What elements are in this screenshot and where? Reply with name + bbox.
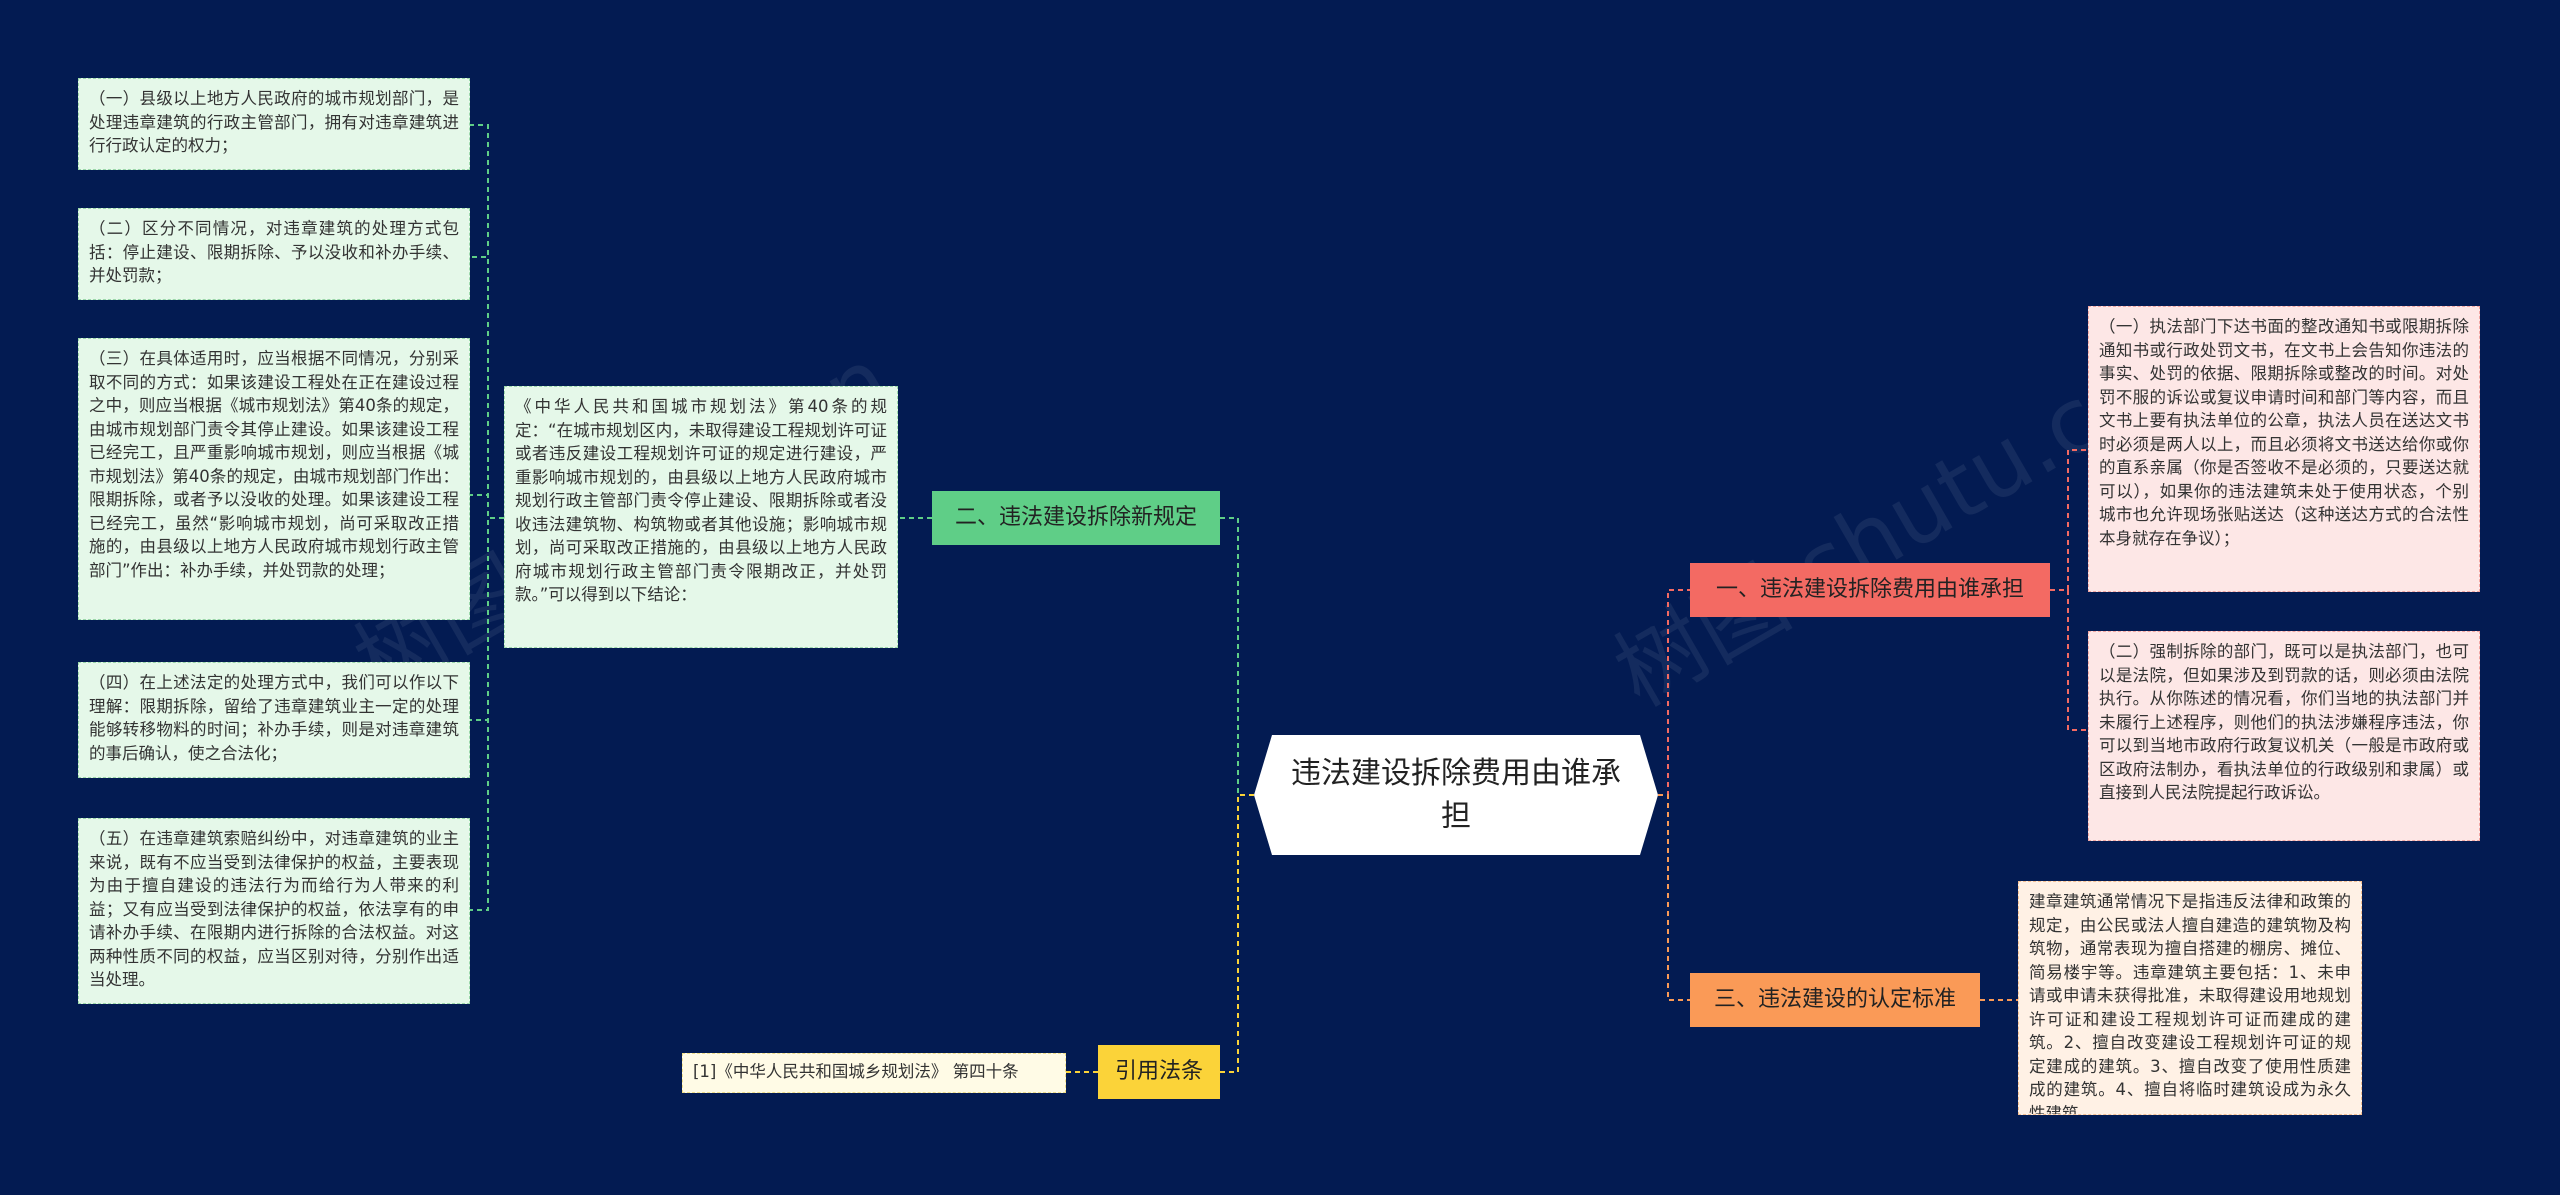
detail-criteria-1: 建章建筑通常情况下是指违反法律和政策的规定，由公民或法人擅自建造的建筑物及构筑物… xyxy=(2018,881,2362,1115)
detail-cost-1: （一）执法部门下达书面的整改通知书或限期拆除通知书或行政处罚文书，在文书上会告知… xyxy=(2088,306,2480,592)
connector-root-b2 xyxy=(1220,517,1254,796)
detail-new-rules-4: （四）在上述法定的处理方式中，我们可以作以下理解：限期拆除，留给了违章建筑业主一… xyxy=(78,662,470,778)
connector-root-b4 xyxy=(1220,794,1254,1073)
connector-main-d1 xyxy=(470,124,504,519)
connector-main-d2 xyxy=(470,256,504,519)
branch-node-criteria[interactable]: 三、违法建设的认定标准 xyxy=(1690,973,1980,1027)
connector-main-d3 xyxy=(470,494,504,519)
branch-node-cost[interactable]: 一、违法建设拆除费用由谁承担 xyxy=(1690,563,2050,617)
detail-new-rules-5: （五）在违章建筑索赔纠纷中，对违章建筑的业主来说，既有不应当受到法律保护的权益，… xyxy=(78,818,470,1004)
root-title: 违法建设拆除费用由谁承担 xyxy=(1291,756,1621,834)
detail-new-rules-main: 《中华人民共和国城市规划法》第40条的规定：“在城市规划区内，未取得建设工程规划… xyxy=(504,386,898,648)
detail-cost-2: （二）强制拆除的部门，既可以是执法部门，也可以是法院，但如果涉及到罚款的话，则必… xyxy=(2088,631,2480,841)
connector-root-b3 xyxy=(1658,794,1690,1001)
connector-b1-d2 xyxy=(2050,589,2088,731)
detail-citation-1[interactable]: [1]《中华人民共和国城乡规划法》 第四十条 xyxy=(682,1053,1066,1093)
connector-root-b1 xyxy=(1658,589,1690,796)
detail-new-rules-2: （二）区分不同情况，对违章建筑的处理方式包括：停止建设、限期拆除、予以没收和补办… xyxy=(78,208,470,300)
detail-new-rules-1: （一）县级以上地方人民政府的城市规划部门，是处理违章建筑的行政主管部门，拥有对违… xyxy=(78,78,470,170)
detail-new-rules-3: （三）在具体适用时，应当根据不同情况，分别采取不同的方式：如果该建设工程处在正在… xyxy=(78,338,470,620)
branch-node-citations[interactable]: 引用法条 xyxy=(1098,1045,1220,1099)
connector-b1-d1 xyxy=(2050,449,2088,591)
root-node[interactable]: 违法建设拆除费用由谁承担 xyxy=(1254,735,1658,855)
branch-node-new-rules[interactable]: 二、违法建设拆除新规定 xyxy=(932,491,1220,545)
connector-main-d5 xyxy=(470,517,504,911)
